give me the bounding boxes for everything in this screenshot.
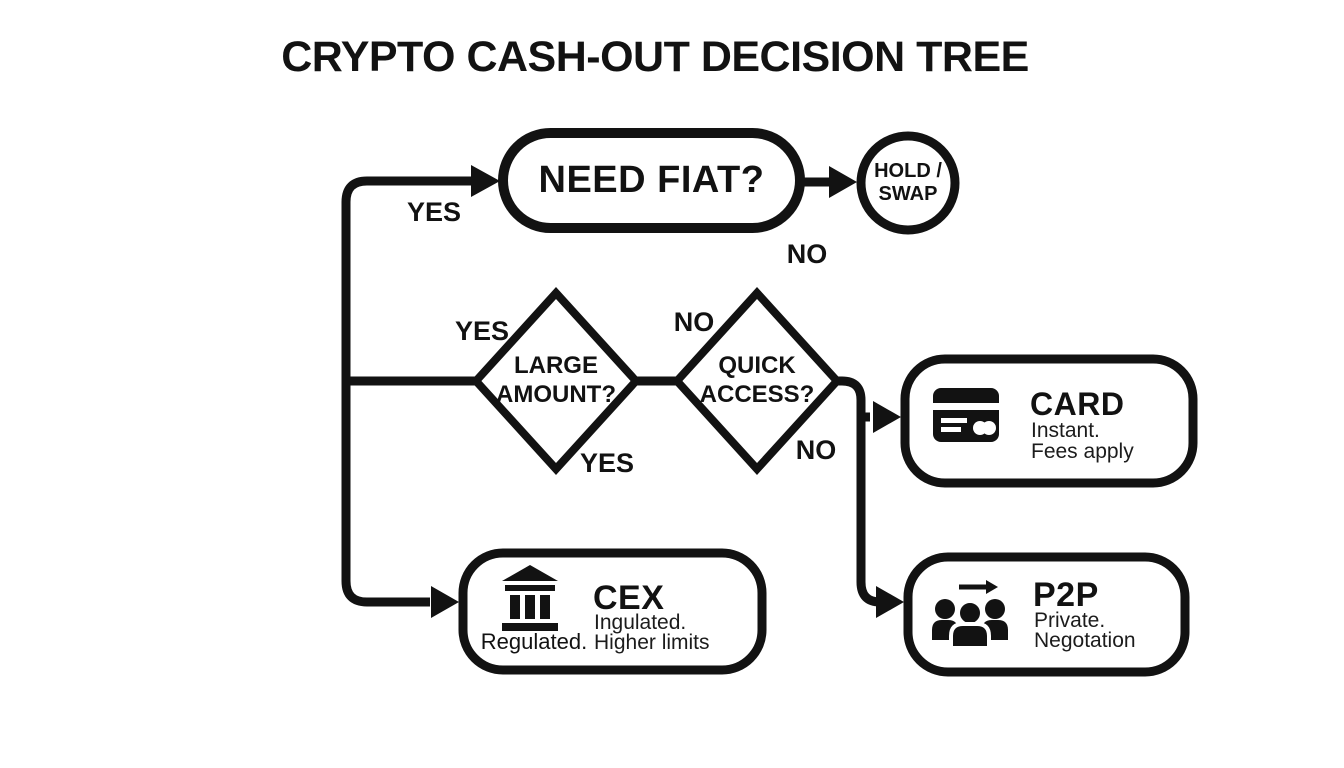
edge-left-branch-line bbox=[341, 176, 491, 607]
quick-access-node-label: QUICK ACCESS? bbox=[699, 352, 815, 408]
credit-card-icon bbox=[932, 388, 1000, 442]
arrowhead-into-need-fiat bbox=[471, 165, 500, 197]
arrowhead-into-cex bbox=[431, 586, 459, 618]
p2p-note-line2: Negotation bbox=[1034, 629, 1136, 652]
people-arrow-icon bbox=[932, 580, 1008, 650]
need-fiat-node-label: NEED FIAT? bbox=[538, 159, 765, 201]
quick-access-diamond-shape bbox=[671, 287, 843, 475]
large-amount-diamond-shape bbox=[470, 287, 642, 475]
edge-label-no-top: NO bbox=[786, 239, 828, 269]
card-note-line1: Instant. bbox=[1031, 419, 1100, 442]
edge-label-no-quick-access: NO bbox=[673, 307, 715, 337]
edge-right-branch-line bbox=[836, 376, 881, 607]
hold-swap-circle-shape bbox=[856, 131, 960, 235]
p2p-note-line1: Private. bbox=[1034, 609, 1106, 632]
bank-icon bbox=[502, 565, 558, 631]
edge-label-yes-below-large-amount: YES bbox=[579, 448, 635, 478]
edge-label-yes-large-amount: YES bbox=[454, 316, 510, 346]
card-note-line2: Fees apply bbox=[1031, 440, 1134, 463]
large-amount-node-label: LARGE AMOUNT? bbox=[496, 352, 616, 408]
edge-label-no-below-quick-access: NO bbox=[795, 435, 837, 465]
cex-note-line2: Higher limits bbox=[594, 631, 710, 654]
need-fiat-pill-shape bbox=[498, 128, 805, 233]
card-node-title: CARD bbox=[1030, 386, 1125, 422]
arrowhead-into-p2p bbox=[876, 586, 904, 618]
p2p-node-title: P2P bbox=[1033, 576, 1099, 614]
hold-swap-node-label: HOLD / SWAP bbox=[874, 160, 942, 205]
arrowhead-into-card bbox=[873, 401, 901, 433]
cex-note-line1: Ingulated. bbox=[594, 611, 687, 634]
cex-node-title: CEX bbox=[593, 579, 665, 617]
cex-icon-caption: Regulated. bbox=[480, 629, 588, 654]
arrowhead-into-hold-swap bbox=[829, 166, 857, 198]
cex-box-shape bbox=[458, 548, 767, 675]
page-title: CRYPTO CASH-OUT DECISION TREE bbox=[281, 33, 1029, 81]
edge-label-yes-top: YES bbox=[406, 197, 462, 227]
